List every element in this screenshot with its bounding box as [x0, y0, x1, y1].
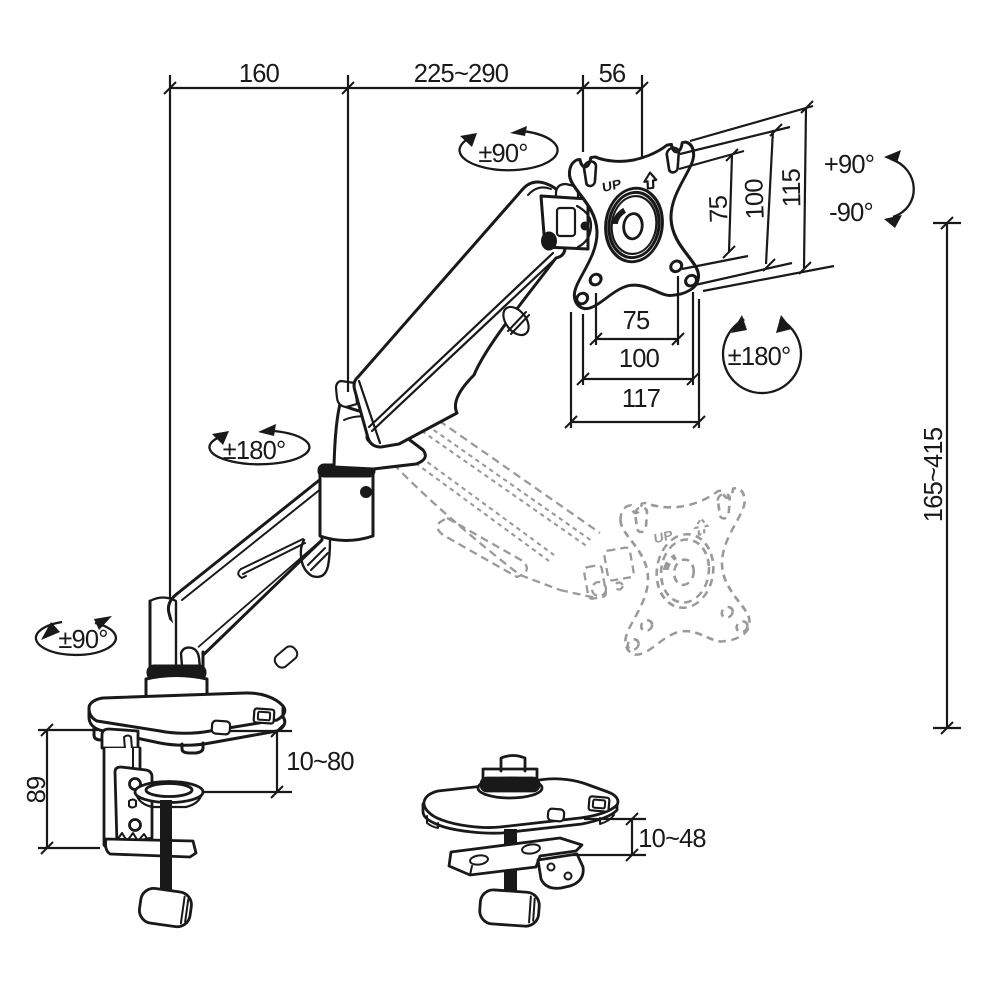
svg-text:UP: UP [653, 527, 673, 546]
svg-text:±180°: ±180° [728, 343, 791, 371]
svg-text:56: 56 [599, 60, 626, 88]
svg-text:165~415: 165~415 [920, 427, 948, 522]
svg-text:±90°: ±90° [58, 626, 107, 654]
svg-text:±180°: ±180° [223, 437, 286, 465]
svg-text:100: 100 [619, 345, 660, 373]
svg-text:89: 89 [23, 777, 51, 804]
svg-text:10~48: 10~48 [638, 825, 706, 853]
svg-text:75: 75 [705, 195, 734, 223]
svg-text:±90°: ±90° [478, 140, 527, 168]
svg-text:225~290: 225~290 [414, 60, 509, 88]
svg-text:-90°: -90° [829, 199, 873, 227]
svg-text:117: 117 [622, 385, 660, 413]
svg-text:115: 115 [778, 168, 807, 207]
svg-text:75: 75 [623, 307, 650, 335]
svg-text:10~80: 10~80 [286, 748, 354, 776]
svg-text:160: 160 [239, 60, 280, 88]
svg-text:+90°: +90° [824, 151, 874, 179]
svg-text:100: 100 [740, 178, 769, 220]
svg-text:UP: UP [601, 176, 621, 195]
